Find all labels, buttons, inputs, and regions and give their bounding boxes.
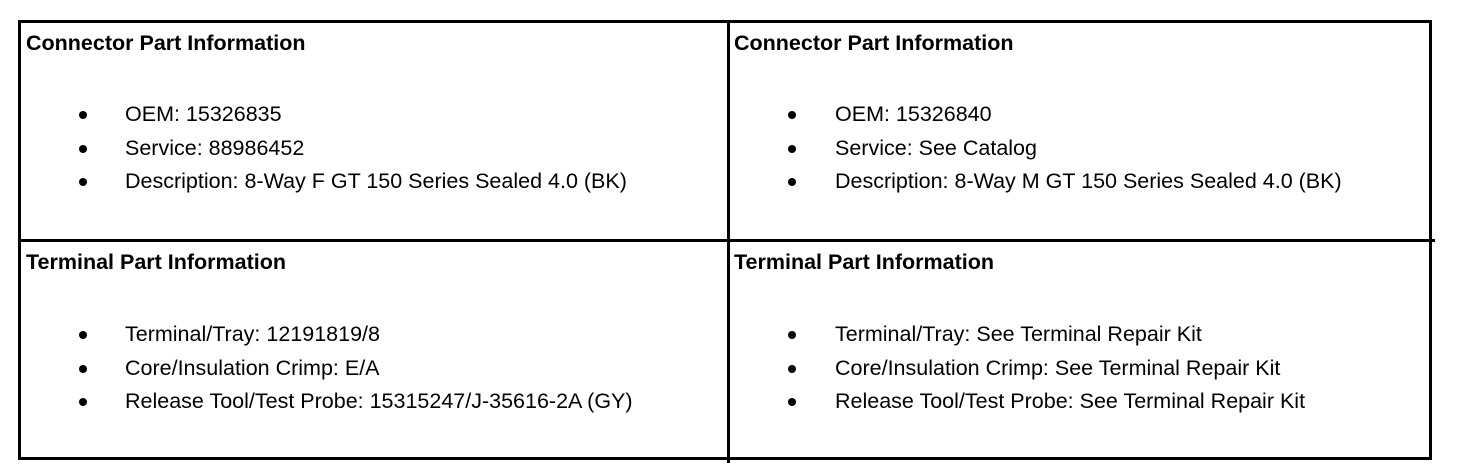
list-item-text: Terminal/Tray: See Terminal Repair Kit (835, 322, 1202, 346)
cell-heading: Terminal Part Information (734, 250, 995, 274)
bullet-icon (788, 364, 796, 373)
list-item-text: Release Tool/Test Probe: See Terminal Re… (835, 389, 1306, 413)
terminal-info-cell-right: Terminal Part Information Terminal/Tray:… (730, 242, 1435, 463)
bullet-icon (788, 111, 796, 119)
list-item-text: Description: 8-Way M GT 150 Series Seale… (835, 169, 1342, 193)
bullet-icon (79, 144, 87, 153)
bullet-icon (788, 144, 796, 153)
bullet-icon (79, 364, 87, 373)
bullet-icon (788, 398, 796, 406)
list-item-text: Core/Insulation Crimp: E/A (125, 355, 380, 380)
parts-info-table: Connector Part Information OEM: 15326835… (18, 20, 1435, 463)
list-item-text: Service: See Catalog (835, 135, 1037, 160)
list-item-text: Terminal/Tray: 12191819/8 (125, 322, 380, 346)
list-item-text: Description: 8-Way F GT 150 Series Seale… (125, 169, 627, 193)
connector-info-cell-right: Connector Part Information OEM: 15326840… (730, 23, 1435, 242)
list-item-text: Service: 88986452 (125, 135, 305, 160)
cell-heading: Connector Part Information (734, 31, 1014, 55)
bullet-icon (79, 331, 87, 339)
cell-heading: Connector Part Information (26, 31, 306, 55)
cell-heading: Terminal Part Information (26, 250, 287, 274)
list-item-text: OEM: 15326840 (835, 102, 992, 126)
bullet-icon (788, 331, 796, 339)
list-item-text: OEM: 15326835 (125, 102, 282, 126)
bullet-icon (788, 178, 796, 186)
bullet-icon (79, 398, 87, 406)
list-item-text: Release Tool/Test Probe: 15315247/J-3561… (125, 389, 633, 413)
bullet-icon (79, 178, 87, 186)
list-item-text: Core/Insulation Crimp: See Terminal Repa… (835, 355, 1281, 380)
terminal-info-cell-left: Terminal Part Information Terminal/Tray:… (21, 242, 730, 463)
connector-info-cell-left: Connector Part Information OEM: 15326835… (21, 23, 730, 242)
bullet-icon (79, 111, 87, 119)
